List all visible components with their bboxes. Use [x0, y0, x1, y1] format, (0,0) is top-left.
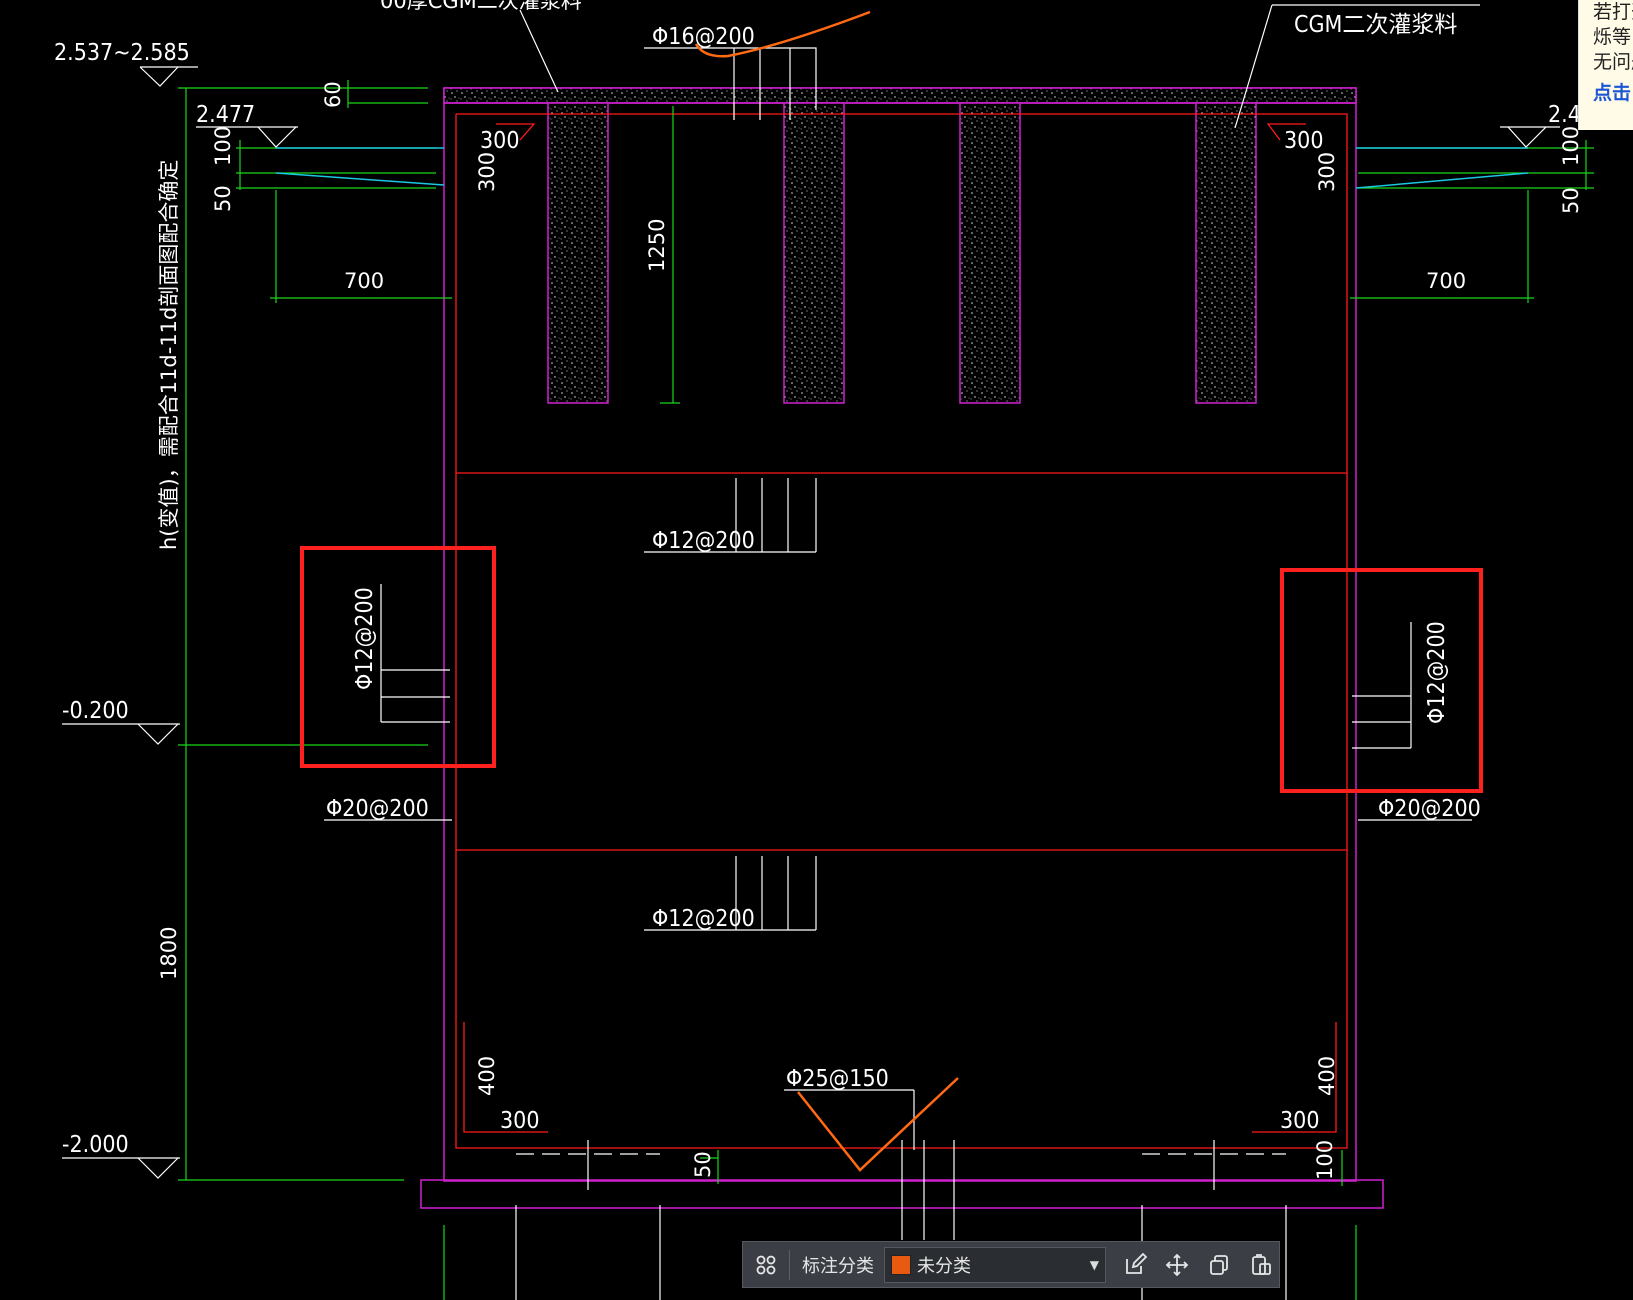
notification-link[interactable]: 点击	[1593, 82, 1632, 104]
dim-top-left-300-h: 300	[480, 128, 520, 154]
dim-bottom-50: 50	[691, 1151, 715, 1178]
edit-icon[interactable]	[1118, 1248, 1152, 1282]
rebar-label-base: Φ25@150	[786, 1066, 889, 1092]
annotation-toolbar: 标注分类 未分类 ▼	[742, 1241, 1280, 1288]
toolbar-separator	[789, 1249, 790, 1280]
paste-icon[interactable]	[1244, 1248, 1278, 1282]
markup-strokes	[694, 10, 959, 1172]
rebar-label-left-bottom: Φ20@200	[326, 796, 429, 822]
grout-pocket-2	[783, 102, 845, 404]
markup-check-bottom	[797, 1077, 959, 1172]
rebar-label-mid-2: Φ12@200	[652, 906, 755, 932]
rebar-label-left-wall: Φ12@200	[352, 587, 378, 690]
dim-50-right: 50	[1559, 187, 1583, 214]
category-color-swatch	[891, 1254, 911, 1275]
wall-height-note: h(变值)，需配合11d-11d剖面图配合确定	[157, 160, 181, 550]
dim-top-right-300-h: 300	[1284, 128, 1324, 154]
elevation-top-range: 2.537~2.585	[54, 40, 190, 66]
dim-top-left-300-v: 300	[475, 152, 499, 192]
dim-700-left: 700	[344, 269, 384, 293]
notification-line-1: 若打开	[1593, 1, 1633, 23]
grout-pocket-3	[959, 102, 1021, 404]
highlight-box-right	[1280, 568, 1483, 793]
rebar-label-right-bottom: Φ20@200	[1378, 796, 1481, 822]
rebar-label-top: Φ16@200	[652, 24, 755, 50]
move-icon[interactable]	[1160, 1248, 1194, 1282]
dim-bottom-left-300: 300	[500, 1108, 540, 1134]
grid-icon[interactable]	[749, 1248, 783, 1282]
grout-pocket-1	[547, 102, 609, 404]
toolbar-actions	[1118, 1248, 1278, 1282]
rebar-cage-outer	[455, 113, 1348, 1149]
grout-label-left: 00厚CGM二次灌浆料	[380, 0, 582, 13]
dim-bottom-right-400: 400	[1315, 1056, 1339, 1096]
grout-label-right: CGM二次灌浆料	[1294, 12, 1457, 38]
dim-bottom-left-400: 400	[475, 1056, 499, 1096]
dim-bottom-right-300: 300	[1280, 1108, 1320, 1134]
elevation-right-slab: 2.4	[1548, 102, 1581, 128]
dim-700-right: 700	[1426, 269, 1466, 293]
dim-1250: 1250	[645, 219, 669, 272]
dim-50-left: 50	[211, 185, 235, 212]
elevation-left-slab: 2.477	[196, 102, 255, 128]
rebar-label-right-wall: Φ12@200	[1424, 621, 1450, 724]
leader-lines	[62, 4, 1560, 1300]
category-dropdown[interactable]: 未分类 ▼	[884, 1246, 1106, 1283]
dimension-lines	[178, 80, 1594, 1186]
dim-top-right-300-v: 300	[1315, 152, 1339, 192]
elevation-bottom: -2.000	[62, 1132, 129, 1158]
category-value: 未分类	[917, 1255, 971, 1277]
chevron-down-icon: ▼	[1089, 1257, 1099, 1272]
elevation-mid: -0.200	[62, 698, 129, 724]
dim-100-right: 100	[1559, 126, 1583, 166]
notification-line-2: 烁等	[1593, 26, 1632, 48]
highlight-box-left	[300, 546, 496, 768]
slab-lines	[275, 147, 1529, 189]
grout-layer-top	[443, 87, 1357, 104]
dim-60: 60	[321, 81, 345, 108]
grout-pockets	[547, 102, 1257, 404]
copy-icon[interactable]	[1202, 1248, 1236, 1282]
grout-pocket-4	[1195, 102, 1257, 404]
dim-bottom-100: 100	[1313, 1140, 1337, 1180]
notification-line-3: 无问题	[1593, 51, 1633, 73]
rebar-label-mid-1: Φ12@200	[652, 528, 755, 554]
dim-100-left: 100	[211, 126, 235, 166]
notification-panel: 若打开 烁等 无问题 点击	[1578, 0, 1633, 130]
markup-stroke-top	[694, 10, 871, 58]
dim-1800: 1800	[157, 927, 181, 980]
category-label: 标注分类	[802, 1255, 874, 1277]
highlight-boxes	[300, 546, 1483, 793]
rebar-lines	[455, 103, 1348, 1149]
